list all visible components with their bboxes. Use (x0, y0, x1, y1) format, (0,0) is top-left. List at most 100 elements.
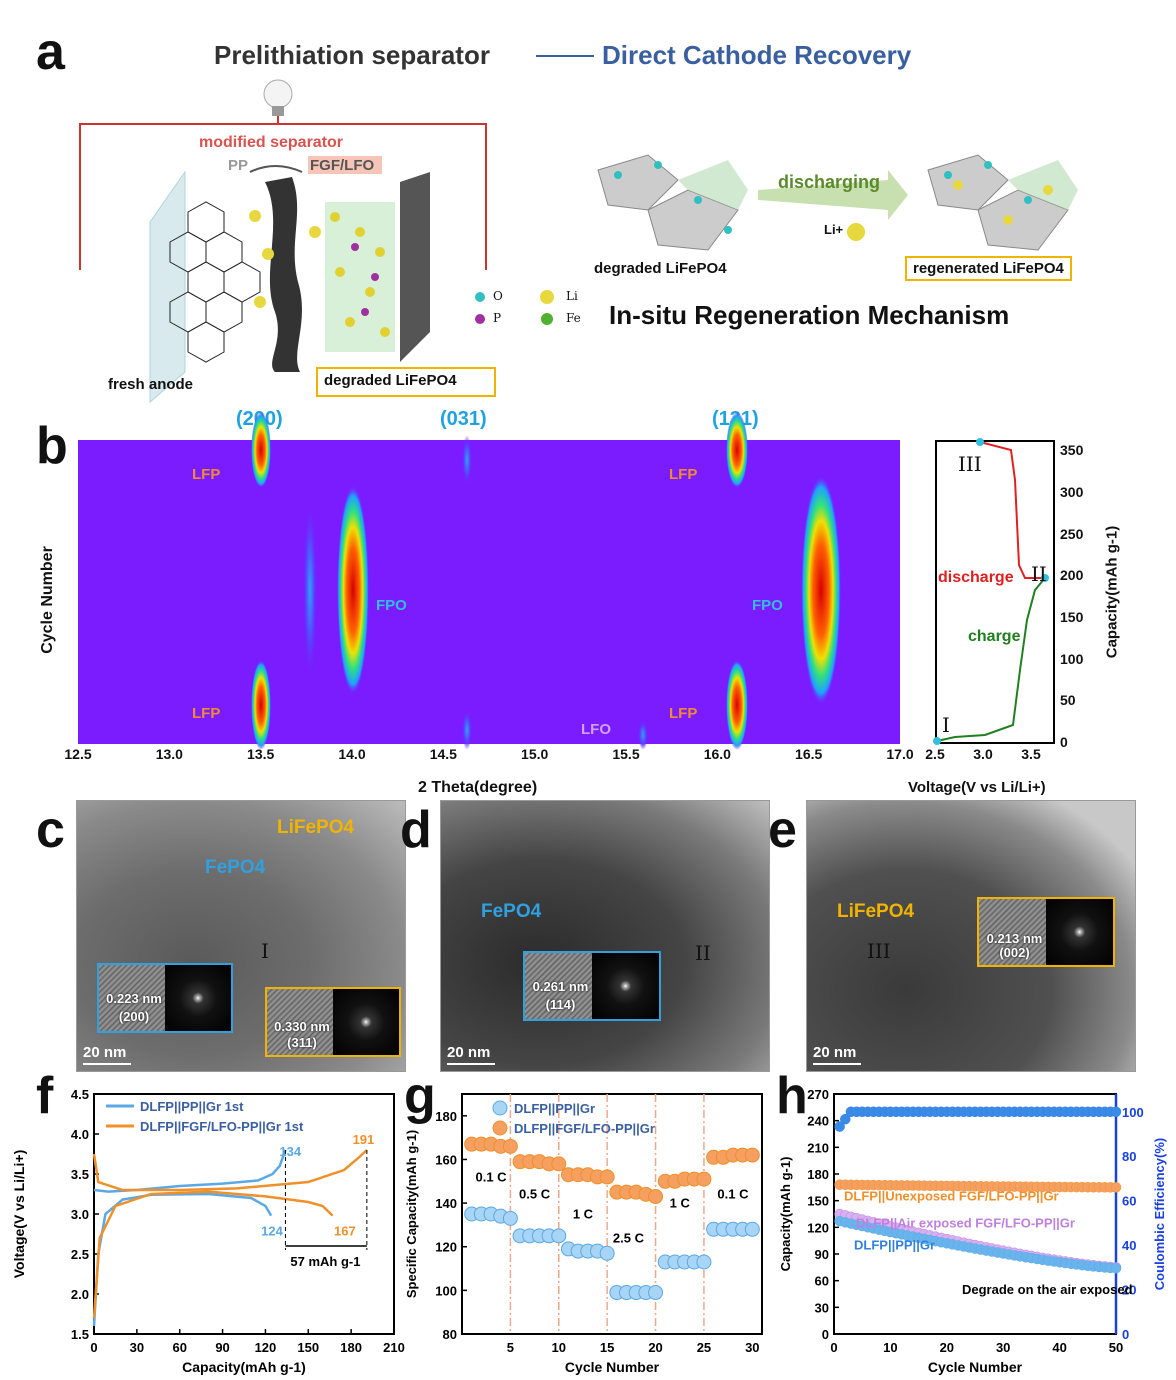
fe-legend-label: Fe (566, 311, 581, 325)
fresh-anode-plate (149, 170, 186, 404)
tem-e-lifepo4: LiFePO4 (837, 901, 915, 922)
y-tick-label: 1.5 (71, 1327, 89, 1342)
circuit-wire (79, 123, 487, 270)
tem-d-inset: 0.261 nm (114) (523, 951, 661, 1021)
data-point-series-0 (1110, 1182, 1122, 1193)
y-axis-label: Voltage(V vs Li/Li+) (11, 1150, 27, 1279)
degraded-crystal (597, 154, 748, 251)
panel-label-d: d (400, 801, 432, 859)
label-pp: DLFP||PP||Gr (854, 1238, 935, 1253)
series-1-charge-line (92, 1149, 368, 1192)
y-tick-label: 160 (435, 1152, 457, 1167)
tem-d-scale-label: 20 nm (447, 1044, 491, 1061)
charge-label: charge (968, 628, 1021, 645)
graphene-mesh (169, 201, 261, 363)
curved-arrow-icon (249, 165, 303, 173)
label-unexposed: DLFP||Unexposed FGF/LFO-PP||Gr (844, 1189, 1059, 1204)
rate-label: 1 C (573, 1206, 594, 1221)
x-axis-label: Cycle Number (928, 1359, 1023, 1375)
tick-label: 50 (1060, 692, 1076, 709)
data-point-series-0 (599, 1245, 615, 1261)
y-tick-label: 0 (822, 1327, 829, 1342)
roman-iii: III (958, 452, 982, 476)
label-air: DLFP||Air exposed FGF/LFO-PP||Gr (856, 1215, 1075, 1230)
tick-label: 300 (1060, 484, 1084, 500)
tick-label: 250 (1060, 525, 1084, 542)
p-legend-dot (475, 314, 485, 324)
tick-label: 3.5 (1021, 746, 1041, 762)
degraded-box (316, 367, 496, 397)
x-tick-label: 10 (552, 1340, 566, 1355)
y2-tick-label: 60 (1122, 1194, 1136, 1209)
x-tick-label: 10 (883, 1340, 897, 1355)
tem-c-roman: I (261, 939, 269, 963)
xrd-heatmap (78, 412, 900, 750)
series-0-charge-line (93, 1149, 287, 1193)
tem-d-scale-bar (447, 1063, 495, 1065)
data-point-series-1 (502, 1138, 518, 1154)
x-tick-label: 50 (1109, 1340, 1123, 1355)
fe-legend-dot (541, 313, 553, 325)
tem-e-h1: (002) (999, 945, 1030, 960)
y-tick-label: 60 (815, 1274, 829, 1289)
tem-c-inset-2: 0.330 nm(311) (265, 987, 401, 1057)
rate-label: 1 C (670, 1195, 691, 1210)
panel-label-g: g (404, 1067, 436, 1125)
x-tick-label: 20 (648, 1340, 662, 1355)
data-point-series-3 (834, 1121, 845, 1132)
tem-image-c: FePO4 LiFePO4 I 0.223 nm(200) 0.330 nm(3… (76, 800, 406, 1072)
lfp-label-3: LFP (192, 705, 221, 722)
y-tick-label: 100 (435, 1283, 457, 1298)
tem-c-d1: 0.223 nm (106, 991, 162, 1006)
data-point-series-0 (648, 1285, 664, 1301)
roman-i: I (942, 713, 950, 737)
tem-image-e: LiFePO4 III 0.213 nm(002) 20 nm (806, 800, 1136, 1072)
series-0-discharge-line (92, 1192, 273, 1327)
tick-label: 13.5 (247, 746, 275, 762)
tem-e-d1: 0.213 nm (986, 931, 1043, 946)
x-tick-label: 0 (90, 1340, 97, 1355)
cell-schematic (79, 79, 496, 404)
tem-d-roman: II (695, 941, 711, 965)
separator-sheet (265, 177, 302, 372)
tem-d-fepo4: FePO4 (481, 901, 542, 922)
annot-191: 191 (353, 1132, 375, 1147)
modified-separator-label: modified separator (199, 134, 344, 151)
lfp-label-2: LFP (669, 466, 698, 483)
legend-marker-fgf (492, 1120, 508, 1136)
fpo-label-2: FPO (752, 597, 783, 614)
y-tick-label: 30 (815, 1300, 829, 1315)
tick-label: 13.0 (155, 746, 183, 762)
y-axis-label: Specific Capacity(mAh g-1) (404, 1130, 419, 1298)
capacity-ylabel: Capacity(mAh g-1) (1103, 525, 1121, 659)
tem-c-scale-label: 20 nm (83, 1044, 127, 1061)
discharging-label: discharging (778, 172, 881, 192)
heatmap-xlabel: 2 Theta(degree) (418, 779, 538, 796)
x-tick-label: 180 (340, 1340, 362, 1355)
fgf-lfo-bg (308, 156, 382, 174)
tem-e-scale-bar (813, 1063, 861, 1065)
y-tick-label: 180 (435, 1109, 457, 1124)
data-point-series-2 (1110, 1262, 1122, 1274)
x-tick-label: 15 (600, 1340, 614, 1355)
tem-d-d1: 0.261 nm (532, 979, 589, 994)
y-tick-label: 150 (807, 1194, 829, 1209)
x-tick-label: 40 (1052, 1340, 1066, 1355)
rate-label: 2.5 C (613, 1230, 645, 1245)
annot-134: 134 (279, 1144, 301, 1159)
tick-label: 3.0 (973, 746, 993, 762)
tick-label: 12.5 (64, 746, 92, 762)
data-point-series-1 (599, 1169, 615, 1185)
y2-tick-label: 0 (1122, 1327, 1129, 1342)
tem-d-h1: (114) (545, 997, 576, 1012)
tem-c-lifepo4: LiFePO4 (277, 817, 355, 838)
data-point-series-1 (696, 1171, 712, 1187)
x-tick-label: 20 (940, 1340, 954, 1355)
panel-label-f: f (36, 1067, 54, 1125)
tick-label: 15.0 (521, 746, 549, 762)
tick-label: 0 (1060, 734, 1068, 750)
plot-frame (833, 1093, 1117, 1335)
y2-tick-label: 80 (1122, 1149, 1136, 1164)
